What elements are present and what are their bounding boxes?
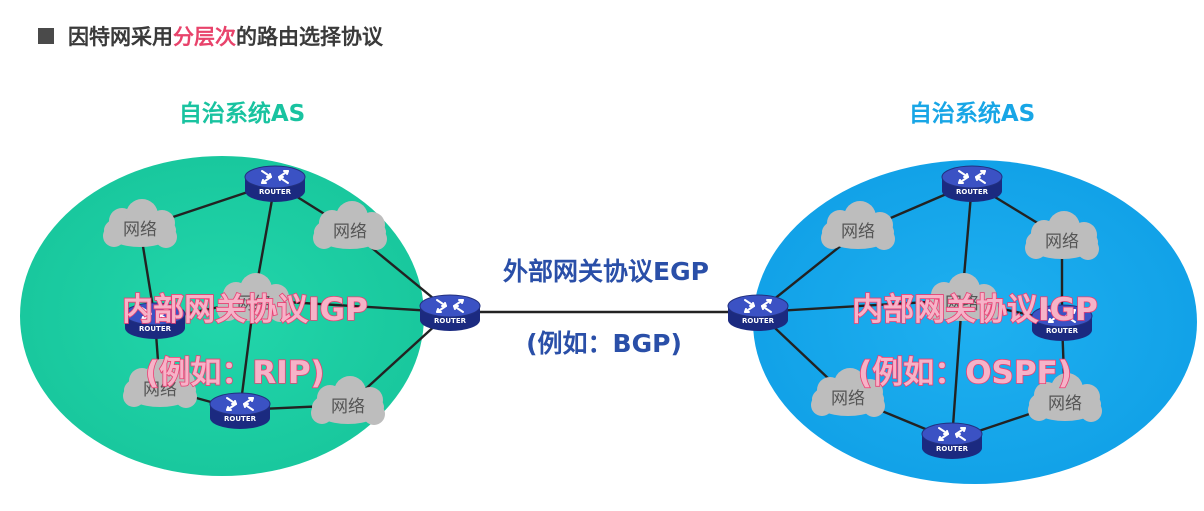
right-cloud-3-label: 网络 [945,294,979,314]
right-border-router-label: ROUTER [742,317,775,325]
right-router-mid-label: ROUTER [1046,327,1079,335]
slide-title: 因特网采用分层次的路由选择协议 [38,22,383,50]
right-border-router-icon: ROUTER [727,294,789,331]
routers: ROUTER ROUTER ROUTER ROUTER ROUTER ROUTER ROUT… [124,165,1093,459]
title-highlight: 分层次 [173,25,236,49]
left-cloud-2: 网络 [313,201,387,250]
right-cloud-3: 网络 [925,273,999,322]
egp-line2: (例如：BGP) [526,329,682,358]
right-router-top-label: ROUTER [956,188,989,196]
title-prefix: 因特网采用 [68,25,173,49]
left-border-router-label: ROUTER [434,317,467,325]
left-router-mid-icon: ROUTER [124,302,186,339]
right-router-top-icon: ROUTER [941,165,1003,202]
right-router-bottom-label: ROUTER [936,445,969,453]
right-router-mid-icon: ROUTER [1031,304,1093,341]
left-cloud-1-label: 网络 [123,220,157,240]
left-cloud-5: 网络 [311,376,385,425]
left-router-top-icon: ROUTER [244,165,306,202]
left-cloud-4: 网络 [123,359,197,408]
right-cloud-2-label: 网络 [1045,232,1079,252]
right-igp-line1: 内部网关协议IGP [852,292,1098,328]
right-igp-line2: (例如：OSPF) [858,355,1072,391]
left-router-mid-label: ROUTER [139,325,172,333]
left-cloud-3-label: 网络 [237,294,271,314]
left-cloud-1: 网络 [103,199,177,248]
left-as-label: 自治系统AS [179,100,305,127]
left-cloud-2-label: 网络 [333,222,367,242]
left-router-top-label: ROUTER [259,188,292,196]
right-cloud-4: 网络 [811,368,885,417]
right-cloud-4-label: 网络 [831,389,865,409]
left-router-bottom-icon: ROUTER [209,392,271,429]
right-cloud-1-label: 网络 [841,222,875,242]
title-bullet-icon [38,28,54,44]
right-cloud-1: 网络 [821,201,895,250]
left-cloud-5-label: 网络 [331,397,365,417]
egp-line1: 外部网关协议EGP [503,257,709,286]
left-cloud-4-label: 网络 [143,380,177,400]
right-as-label: 自治系统AS [909,100,1035,127]
left-router-bottom-label: ROUTER [224,415,257,423]
right-router-bottom-icon: ROUTER [921,422,983,459]
left-border-router-icon: ROUTER [419,294,481,331]
left-igp-line2: (例如：RIP) [145,355,324,391]
right-cloud-5-label: 网络 [1048,394,1082,414]
right-cloud-2: 网络 [1025,211,1099,260]
title-suffix: 的路由选择协议 [236,25,383,49]
left-igp-line1: 内部网关协议IGP [122,292,368,328]
right-cloud-5: 网络 [1028,373,1102,422]
left-cloud-3: 网络 [217,273,291,322]
